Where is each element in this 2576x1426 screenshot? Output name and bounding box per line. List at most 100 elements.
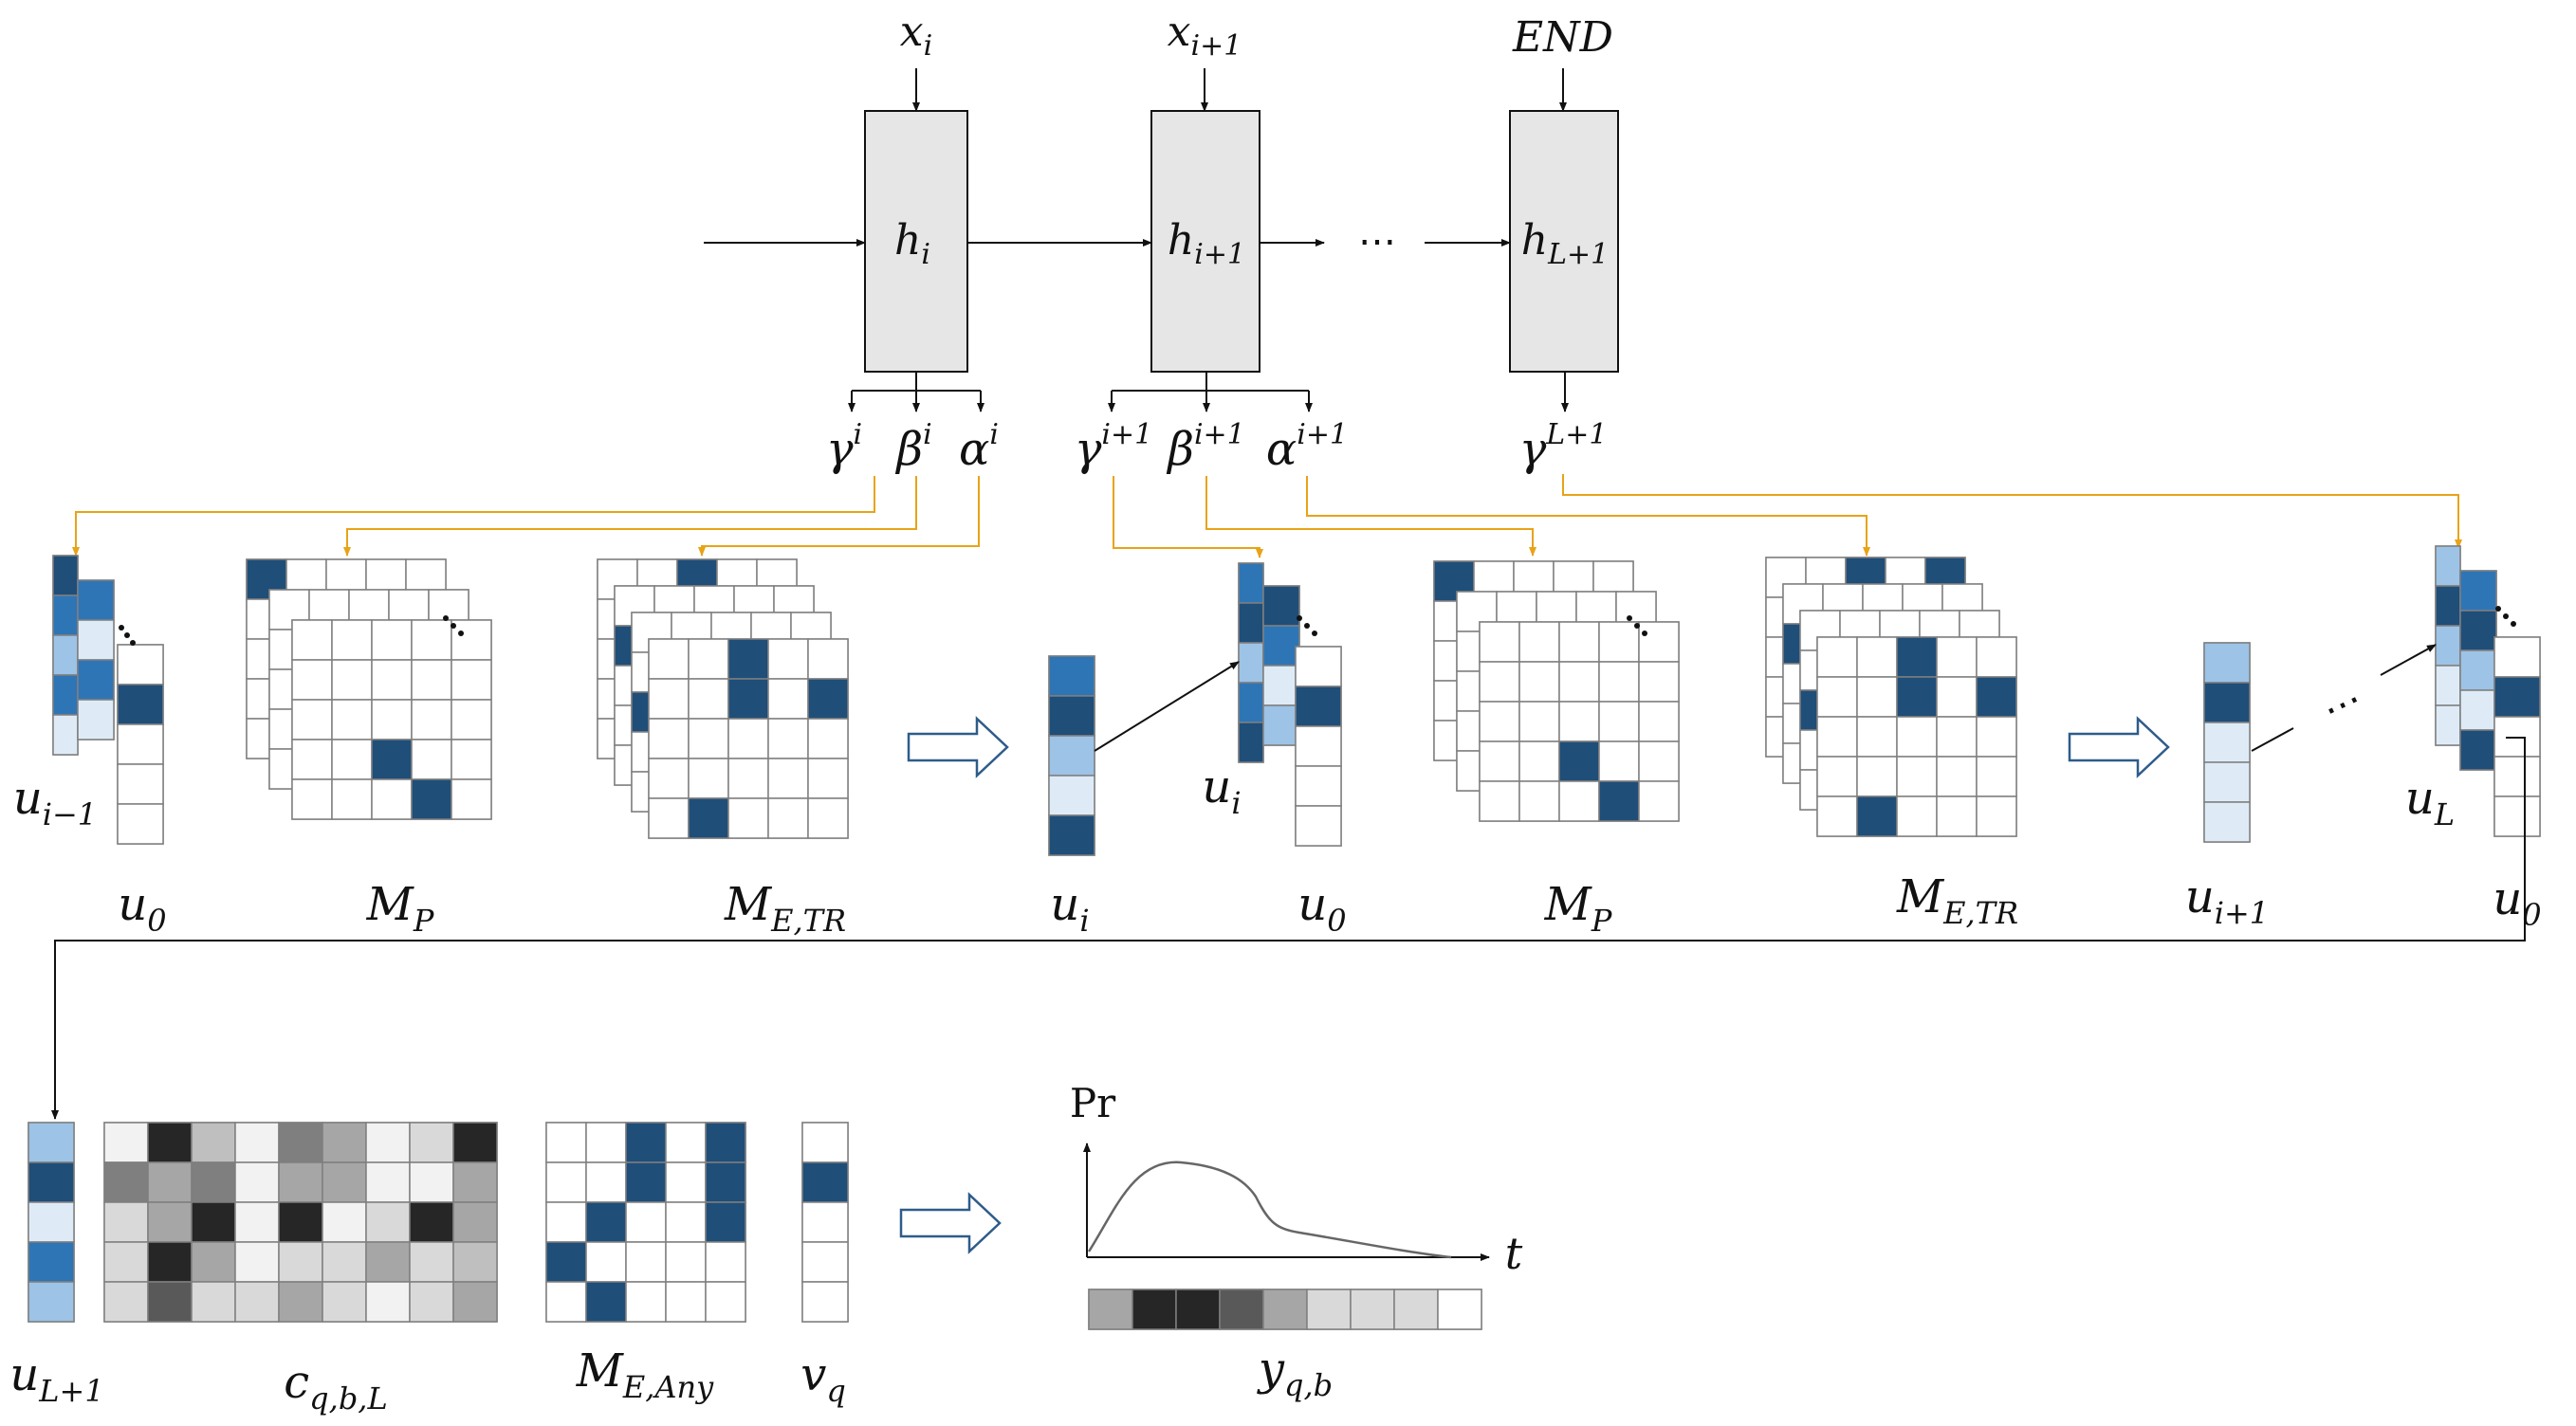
matrix-cqbL-cell — [103, 1122, 149, 1163]
label-u0-a: u0 — [118, 878, 166, 939]
matrix-METR-b-layer-3-cell — [1936, 676, 1978, 718]
matrix-cqbL-cell — [322, 1161, 367, 1203]
matrix-METR-a-layer-3-cell — [767, 718, 809, 759]
matrix-MEAny-cell — [705, 1241, 746, 1283]
matrix-METR-b-layer-3-cell — [1816, 795, 1858, 837]
matrix-cqbL-cell — [278, 1201, 323, 1243]
matrix-cqbL-cell — [409, 1201, 454, 1243]
vec-u-L1-cell — [28, 1122, 75, 1163]
rnn-ellipsis: ⋯ — [1358, 220, 1396, 264]
matrix-MEAny-cell — [585, 1281, 627, 1323]
matrix-MEAny-cell — [545, 1241, 587, 1283]
matrix-cqbL-cell — [234, 1241, 280, 1283]
matrix-cqbL-cell — [147, 1201, 193, 1243]
vec-yqb-cell — [1132, 1289, 1177, 1330]
matrix-METR-b-layer-3-cell — [1936, 756, 1978, 797]
vec-u-i-cell — [1048, 814, 1095, 856]
matrix-MEAny-cell — [585, 1201, 627, 1243]
vec-u-L-mid-cell — [2459, 689, 2497, 731]
matrix-MP-a-layer-2-cell — [411, 619, 452, 661]
matrix-METR-a-layer-3-cell — [767, 797, 809, 839]
matrix-METR-a-layer-3-cell — [648, 678, 690, 720]
vec-u-i-mid-cell — [1262, 704, 1300, 746]
matrix-MP-b-layer-2-cell — [1598, 661, 1640, 703]
block-arrow-3 — [899, 1192, 1002, 1254]
matrix-METR-a-layer-3-cell — [807, 718, 849, 759]
matrix-cqbL-cell — [322, 1281, 367, 1323]
matrix-MP-a-layer-2-cell — [371, 659, 413, 701]
label-METR-b: ME,TR — [1896, 870, 2018, 931]
vec-u-L-back-cell — [2435, 704, 2461, 746]
matrix-cqbL-cell — [147, 1161, 193, 1203]
dots-mid: ⋯ — [2316, 677, 2369, 733]
label-ui1: ui+1 — [2185, 870, 2269, 931]
vec-u-i-cell — [1048, 655, 1095, 697]
vec-u-L1-cell — [28, 1241, 75, 1283]
plot-ylabel: Pr — [1070, 1080, 1116, 1126]
vec-u-i-mid-cell — [1262, 665, 1300, 706]
matrix-METR-a-layer-3-cell — [648, 638, 690, 680]
matrix-METR-b-layer-3-cell — [1976, 676, 2017, 718]
matrix-MP-a-layer-2-cell — [291, 699, 333, 740]
matrix-cqbL-cell — [103, 1281, 149, 1323]
label-MP-b: MP — [1544, 878, 1612, 939]
state-label-hi1: hi+1 — [1168, 216, 1245, 271]
matrix-METR-a-layer-3-cell — [688, 758, 729, 799]
matrix-MP-a-layer-2-cell — [291, 778, 333, 820]
matrix-METR-a-layer-3-cell — [807, 758, 849, 799]
orange-beta-i1 — [1205, 476, 1536, 557]
matrix-METR-b-layer-3-cell — [1896, 676, 1938, 718]
matrix-cqbL-cell — [103, 1201, 149, 1243]
matrix-MEAny-cell — [705, 1161, 746, 1203]
matrix-METR-b-layer-3-cell — [1976, 716, 2017, 758]
vec-u-i-mid-cell — [1262, 625, 1300, 667]
orange-alpha-i1 — [1306, 476, 1870, 557]
matrix-MEAny-cell — [705, 1201, 746, 1243]
label-beta-i1: βi+1 — [1166, 418, 1245, 476]
matrix-MP-a-layer-2-cell — [451, 699, 492, 740]
vec-u-L-back-cell — [2435, 545, 2461, 587]
matrix-MP-b-layer-2-cell — [1518, 701, 1560, 742]
vec-vq-cell — [801, 1241, 849, 1283]
matrix-METR-a-layer-3-cell — [727, 638, 769, 680]
matrix-MP-a-layer-2-cell — [331, 659, 373, 701]
label-METR-a: ME,TR — [724, 878, 846, 939]
arrow-ui-to-stack — [1094, 661, 1240, 752]
block-arrows — [899, 716, 2170, 1254]
label-ui-b: ui — [1202, 760, 1241, 821]
state-label-hi: hi — [894, 216, 930, 271]
matrix-MP-a-layer-2-cell — [451, 739, 492, 780]
matrix-METR-a-layer-3-cell — [648, 797, 690, 839]
vec-u-i1-cell — [2203, 642, 2251, 684]
matrix-MP-b-layer-2-cell — [1638, 701, 1680, 742]
matrix-METR-b-layer-3-cell — [1936, 636, 1978, 678]
matrix-cqbL-cell — [147, 1281, 193, 1323]
orange-gamma-i1 — [1113, 476, 1263, 558]
matrix-cqbL-cell — [322, 1122, 367, 1163]
matrix-MEAny-cell — [545, 1281, 587, 1323]
matrix-MEAny-cell — [585, 1241, 627, 1283]
vec-u0-c-cell — [2493, 795, 2541, 837]
matrix-MEAny-cell — [665, 1161, 707, 1203]
matrix-MP-a-layer-2-cell — [291, 659, 333, 701]
matrix-MP-b-layer-2-cell — [1558, 621, 1600, 663]
matrix-MP-b-layer-2-cell — [1479, 701, 1520, 742]
vec-u-L1-cell — [28, 1201, 75, 1243]
vec-u0-b-cell — [1295, 805, 1342, 847]
matrix-cqbL-cell — [409, 1241, 454, 1283]
vec-u0-b-cell — [1295, 686, 1342, 727]
orange-gamma-L1 — [1562, 474, 2462, 549]
label-u0-c: u0 — [2493, 872, 2541, 933]
matrix-METR-b-layer-3-cell — [1976, 795, 2017, 837]
matrix-cqbL-cell — [278, 1281, 323, 1323]
matrix-cqbL-cell — [365, 1122, 411, 1163]
matrix-cqbL-cell — [278, 1241, 323, 1283]
matrix-METR-b-layer-3-cell — [1816, 756, 1858, 797]
vec-u0-b-cell — [1295, 725, 1342, 767]
matrix-METR-a-layer-3-cell — [727, 758, 769, 799]
matrix-MEAny-cell — [665, 1241, 707, 1283]
matrix-MP-b-layer-2-cell — [1558, 701, 1600, 742]
vec-u-L-mid-cell — [2459, 610, 2497, 651]
label-u0-b: u0 — [1297, 878, 1346, 939]
